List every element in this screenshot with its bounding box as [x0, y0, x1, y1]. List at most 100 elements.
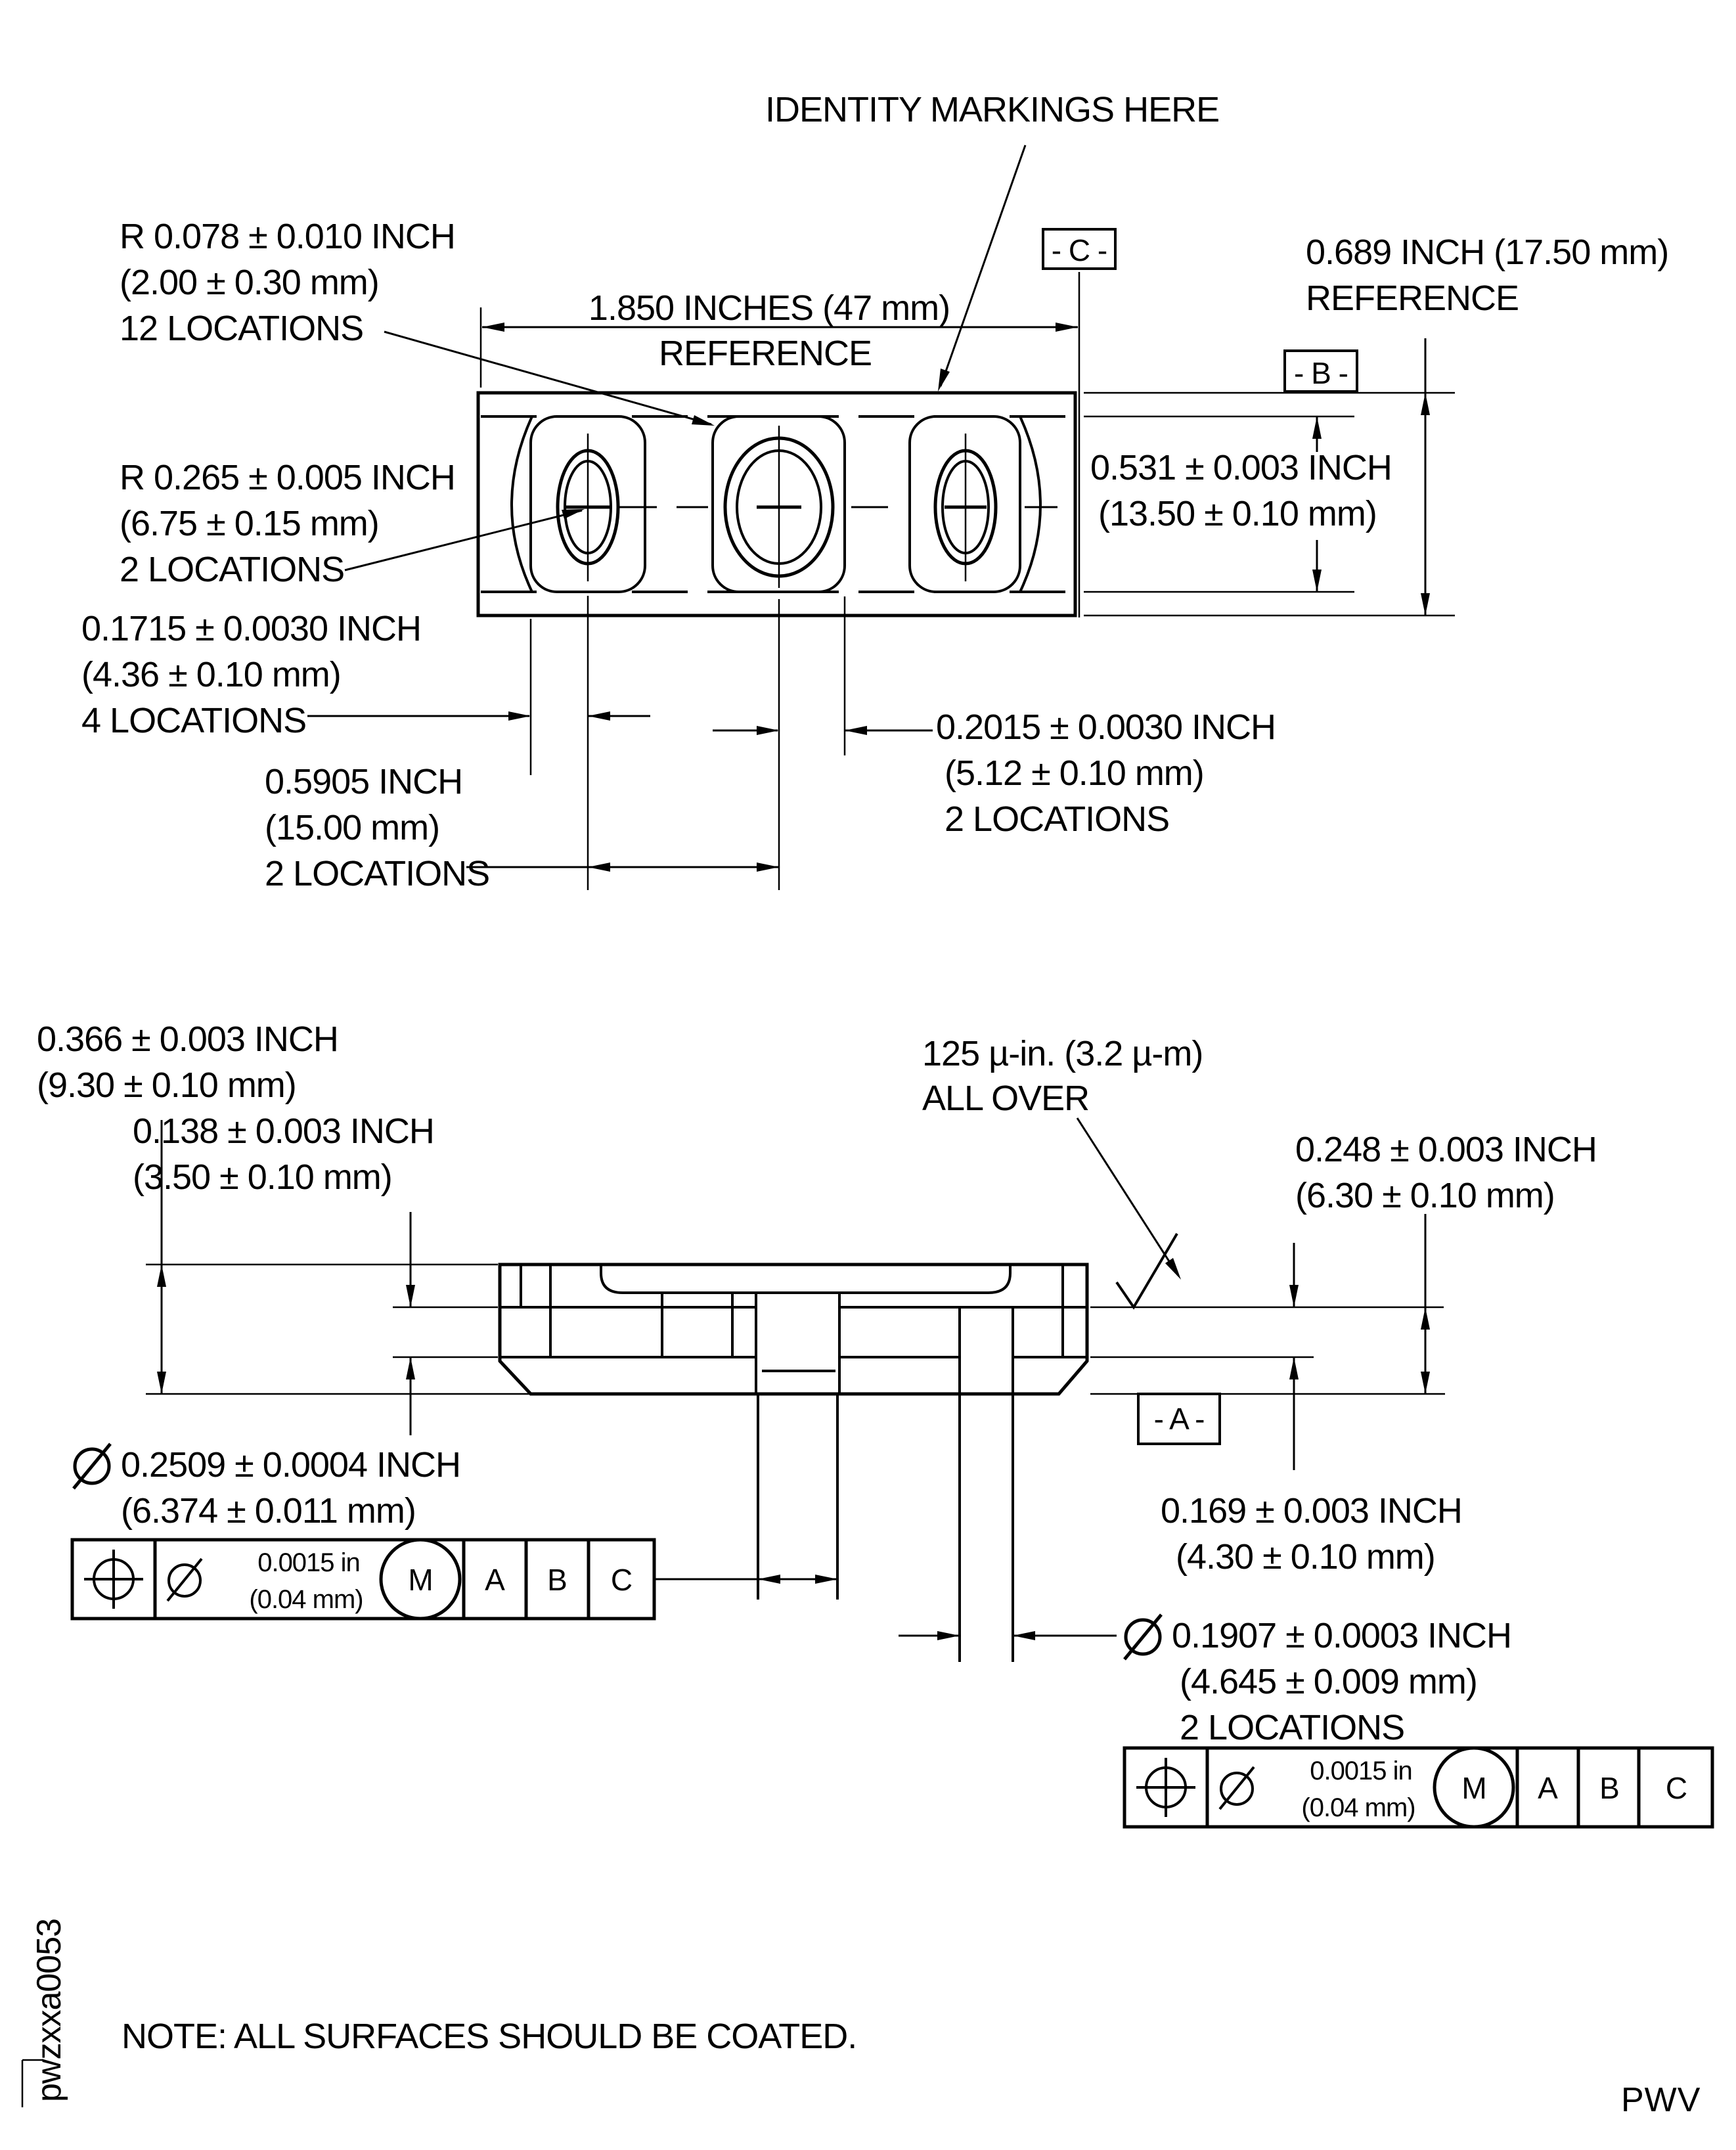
clear-mid-left — [552, 1309, 661, 1356]
datum-c-label: - C - — [1052, 233, 1107, 267]
base-step-line1: 0.169 ± 0.003 INCH — [1161, 1491, 1462, 1531]
diameter-symbol-icon — [1218, 1766, 1255, 1810]
corner-radius-leader — [384, 330, 712, 426]
dim-flange-height: 0.248 ± 0.003 INCH (6.30 ± 0.10 mm) — [1090, 1130, 1597, 1395]
surface-finish-line2: ALL OVER — [922, 1079, 1089, 1118]
overall-height-ref-text: REFERENCE — [1306, 279, 1519, 318]
clear-mid-left2 — [734, 1309, 756, 1356]
lid-step-line2: (3.50 ± 0.10 mm) — [133, 1157, 392, 1197]
datum-b-flag: - B - — [1283, 349, 1358, 393]
diameter-symbol-icon — [1124, 1618, 1162, 1656]
arrowhead-up — [1312, 416, 1322, 439]
outer-pin-line3: 2 LOCATIONS — [1180, 1708, 1404, 1747]
datum-c-box — [1042, 228, 1117, 270]
inner-height-line1: 0.531 ± 0.003 INCH — [1090, 448, 1392, 487]
arrowhead-left — [758, 1575, 780, 1584]
center-to-edge-line1: 0.2015 ± 0.0030 INCH — [936, 707, 1276, 747]
surface-finish-check-icon — [1115, 1232, 1178, 1310]
arrowhead-right — [508, 711, 531, 721]
dim-total-height: 0.366 ± 0.003 INCH (9.30 ± 0.10 mm) — [37, 1019, 529, 1395]
arrowhead-down — [1289, 1285, 1299, 1307]
center-boss — [711, 415, 846, 593]
arrowhead-left — [482, 323, 504, 332]
clear-left-top — [552, 1265, 600, 1307]
dim-center-pin — [654, 1575, 837, 1584]
dim-width-reference-text: REFERENCE — [659, 334, 872, 373]
fcf1-datum-c: C — [611, 1563, 632, 1597]
flange-height-line1: 0.248 ± 0.003 INCH — [1295, 1130, 1597, 1169]
diameter-symbol-slash — [72, 1443, 112, 1490]
edge-to-center-line3: 4 LOCATIONS — [81, 701, 306, 740]
arrowhead-up — [1421, 1307, 1430, 1330]
fcf1-datum-a: A — [485, 1563, 505, 1597]
total-height-line2: (9.30 ± 0.10 mm) — [37, 1065, 296, 1105]
surface-finish-callout: 125 µ-in. (3.2 µ-m) ALL OVER — [922, 1034, 1203, 1310]
fcf1-modifier: M — [408, 1563, 432, 1597]
fcf1-box — [70, 1538, 656, 1621]
section-outline — [498, 1263, 1089, 1396]
fcf2-modifier: M — [1461, 1771, 1486, 1805]
diameter-symbol-icon — [73, 1447, 111, 1485]
surface-finish-line1: 125 µ-in. (3.2 µ-m) — [922, 1034, 1203, 1073]
fcf1-tolerance-line2: (0.04 mm) — [249, 1585, 363, 1614]
fcf2-tolerance-line2: (0.04 mm) — [1301, 1793, 1415, 1822]
right-boss — [908, 415, 1021, 593]
corner-radius-line3: 12 LOCATIONS — [120, 309, 363, 348]
mmc-modifier-circle-icon — [379, 1538, 462, 1621]
arrowhead-up — [1421, 393, 1430, 415]
identity-leader-arrowhead — [938, 369, 950, 392]
top-view — [476, 391, 1077, 617]
left-end-arc — [510, 416, 533, 593]
end-radius-line2: (6.75 ± 0.15 mm) — [120, 504, 379, 543]
dim-outer-pin: 0.1907 ± 0.0003 INCH (4.645 ± 0.009 mm) … — [899, 1613, 1512, 1747]
fcf2-datum-a: A — [1538, 1771, 1558, 1805]
datum-b-label: - B - — [1294, 356, 1348, 390]
pin-lines — [757, 1394, 1014, 1662]
arrowhead-right — [815, 1575, 837, 1584]
center-to-edge-line2: (5.12 ± 0.10 mm) — [945, 753, 1204, 793]
edge-to-center-line1: 0.1715 ± 0.0030 INCH — [81, 609, 421, 648]
diameter-symbol-slash — [1123, 1613, 1163, 1661]
lid-recess-outline — [600, 1265, 1012, 1294]
vertical-centerlines — [587, 426, 967, 588]
end-radius-line1: R 0.265 ± 0.005 INCH — [120, 458, 455, 497]
lower-extension-lines — [529, 596, 846, 890]
end-radius-leader — [344, 509, 583, 571]
arrowhead-down — [1312, 570, 1322, 592]
package-outline — [476, 391, 1077, 617]
dim-edge-to-center: 0.1715 ± 0.0030 INCH (4.36 ± 0.10 mm) 4 … — [81, 609, 650, 740]
left-boss — [529, 415, 646, 593]
identity-leader-line — [939, 145, 1027, 387]
center-pin-line2: (6.374 ± 0.011 mm) — [121, 1491, 416, 1531]
arrowhead-down — [1421, 593, 1430, 616]
arrowhead-right — [1056, 323, 1078, 332]
signature-initials: PWV — [1621, 2081, 1701, 2119]
arrowhead-down — [1421, 1372, 1430, 1394]
datum-b-box — [1283, 349, 1358, 393]
title-identity-markings: IDENTITY MARKINGS HERE — [765, 90, 1219, 129]
section-internal-lines — [500, 1265, 1087, 1394]
lid-step-line1: 0.138 ± 0.003 INCH — [133, 1111, 434, 1151]
flange-height-line2: (6.30 ± 0.10 mm) — [1295, 1176, 1555, 1215]
mmc-modifier-circle-icon — [1433, 1746, 1515, 1829]
center-to-edge-line3: 2 LOCATIONS — [945, 799, 1169, 839]
outer-pin-line1: 0.1907 ± 0.0003 INCH — [1172, 1616, 1511, 1655]
datum-a-flag: - A - — [1137, 1393, 1221, 1445]
dim-center-to-edge: 0.2015 ± 0.0030 INCH (5.12 ± 0.10 mm) 2 … — [713, 707, 1276, 839]
arrowhead-left — [1013, 1631, 1035, 1640]
dim-width-text: 1.850 INCHES (47 mm) — [589, 288, 950, 328]
label-center-pin: 0.2509 ± 0.0004 INCH (6.374 ± 0.011 mm) — [72, 1443, 461, 1531]
arrowhead-down — [406, 1285, 415, 1307]
document-id: pwzxxa0053 — [30, 1919, 68, 2102]
label-end-radius: R 0.265 ± 0.005 INCH (6.75 ± 0.15 mm) 2 … — [120, 458, 585, 589]
arrowhead-right — [937, 1631, 960, 1640]
arrowhead-up — [406, 1357, 415, 1379]
right-end-arc — [1019, 416, 1042, 593]
arrowhead-left — [588, 711, 610, 721]
fcf1-datum-b: B — [547, 1563, 567, 1597]
total-height-line1: 0.366 ± 0.003 INCH — [37, 1019, 338, 1059]
pitch-line1: 0.5905 INCH — [265, 762, 462, 801]
clear-mid-right — [841, 1309, 958, 1356]
outer-pin-line2: (4.645 ± 0.009 mm) — [1180, 1662, 1477, 1701]
